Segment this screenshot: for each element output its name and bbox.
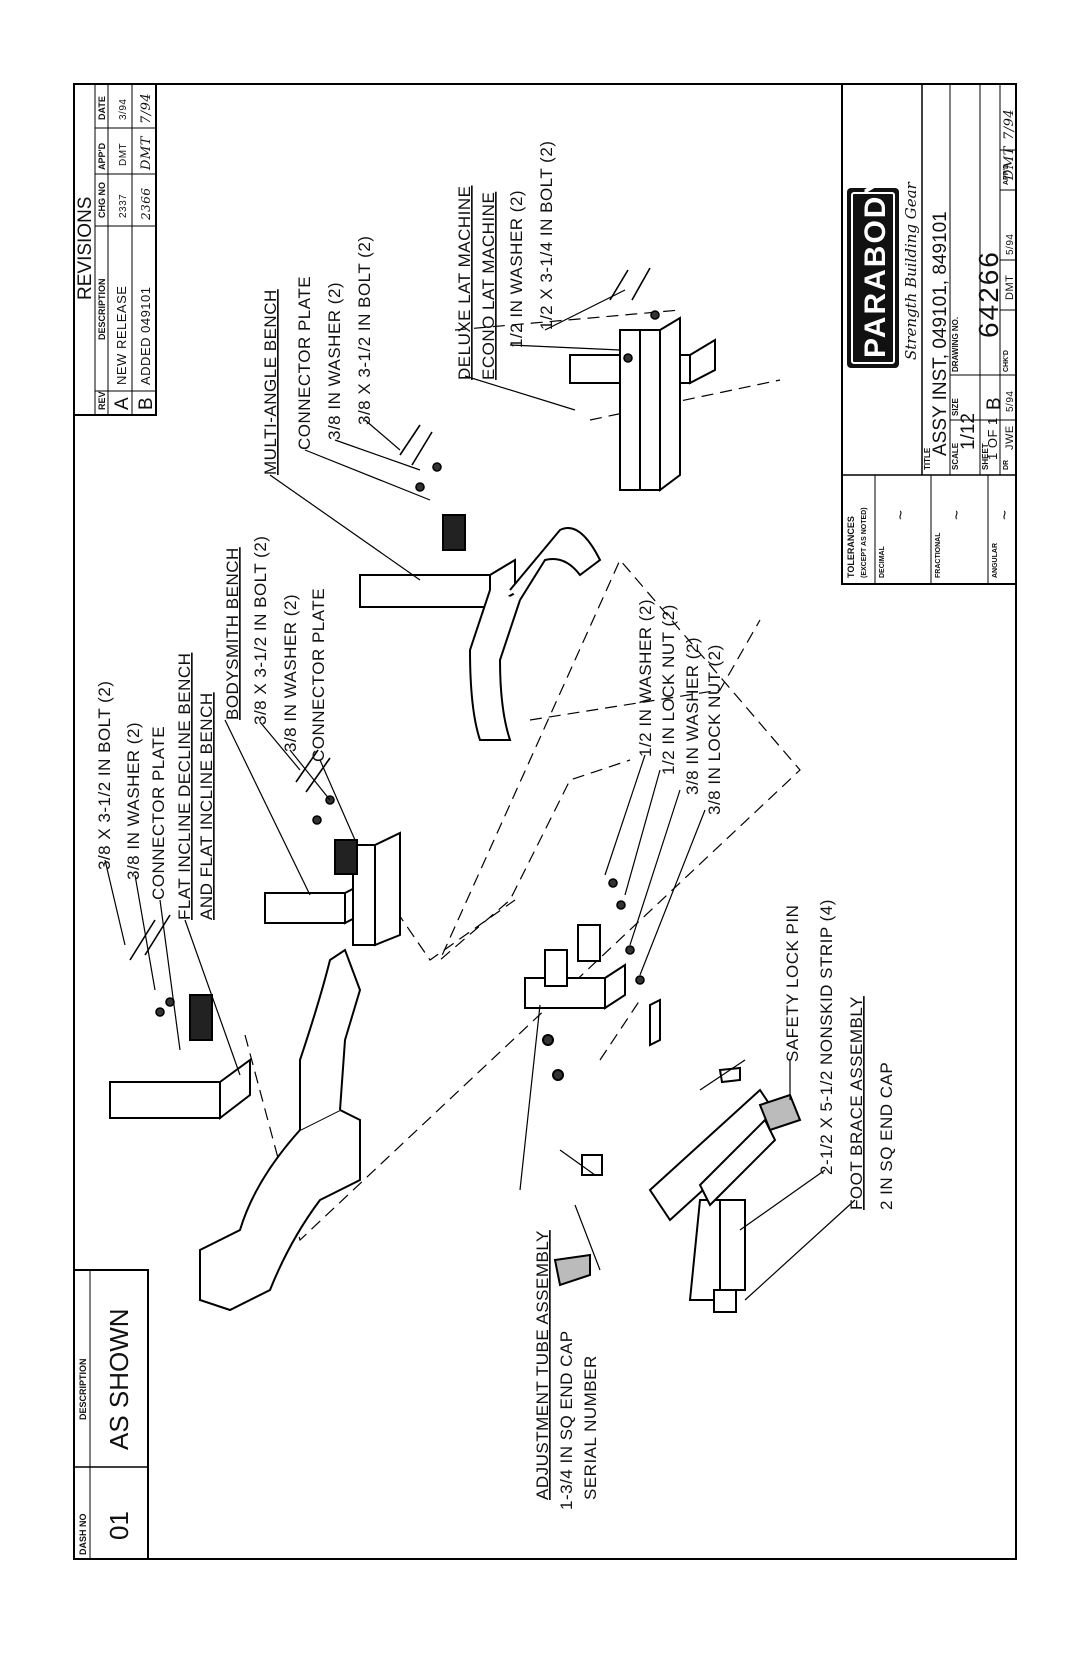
size-label: SIZE: [951, 398, 960, 416]
flat-bolt-label: 3/8 X 3-1/2 IN BOLT (2): [95, 681, 114, 870]
dash-desc-header: DESCRIPTION: [78, 1358, 88, 1420]
dash-description: AS SHOWN: [104, 1308, 134, 1450]
lat-title-1: DELUXE LAT MACHINE: [455, 186, 474, 380]
dr-date: 5/94: [1005, 391, 1016, 412]
adj-washer-38-label: 3/8 IN WASHER (2): [683, 637, 702, 795]
safety-pin-label: SAFETY LOCK PIN: [783, 905, 802, 1062]
drawing-title: ASSY INST, 049101, 849101: [930, 211, 951, 456]
size-value: B: [984, 397, 1005, 410]
bodysmith-bench-part: [264, 831, 401, 947]
sheet-label: SHEET: [981, 443, 990, 470]
rev-appd-header: APP'D: [97, 142, 107, 170]
end-cap-134-label: 1-3/4 IN SQ END CAP: [557, 1330, 576, 1510]
adjustment-tube-part: [524, 924, 626, 1081]
chkd-label: CHK'D: [1003, 350, 1010, 372]
rev-b-desc: ADDED 049101: [138, 287, 153, 386]
adj-locknut-half-label: 1/2 IN LOCK NUT (2): [659, 604, 678, 775]
flat-plate-label: CONNECTOR PLATE: [149, 726, 168, 900]
appd-date: 7/94: [1002, 109, 1017, 140]
rev-a-desc: NEW RELEASE: [114, 286, 129, 385]
rev-a-chg: 2337: [118, 194, 129, 218]
bodysmith-title: BODYSMITH BENCH: [223, 547, 242, 720]
alignment-lines: [244, 309, 801, 1242]
fractional-value: ~: [947, 510, 966, 520]
rev-date-header: DATE: [97, 96, 107, 120]
adj-tube-title: ADJUSTMENT TUBE ASSEMBLY: [533, 1230, 552, 1500]
multi-plate-label: CONNECTOR PLATE: [295, 276, 314, 450]
foot-brace-title: FOOT BRACE ASSEMBLY: [847, 996, 866, 1210]
angular-label: ANGULAR: [992, 543, 999, 578]
lat-bolt-label: 1/2 X 3-1/4 IN BOLT (2): [537, 141, 556, 330]
multi-washer-label: 3/8 IN WASHER (2): [325, 282, 344, 440]
angular-value: ~: [995, 510, 1014, 520]
drawing-no-label: DRAWING NO.: [951, 317, 960, 372]
drawing-number: 64266: [973, 250, 1004, 338]
rev-b-letter: B: [136, 397, 157, 410]
flat-bench-hardware: [129, 914, 175, 1017]
parabody-logo: PARABODY Strength Building Gear: [847, 173, 920, 368]
title-label: TITLE: [923, 447, 932, 470]
dr-label: DR: [1003, 460, 1010, 470]
scale-value: 1/12: [958, 413, 979, 450]
chkd-date: 5/94: [1005, 234, 1016, 255]
flat-title-1: FLAT INCLINE DECLINE BENCH: [175, 653, 194, 920]
sheet-border: [73, 83, 1017, 1560]
appd-value: DMT: [1002, 145, 1017, 181]
rev-a-date: 3/94: [118, 99, 129, 120]
lat-title-2: ECONO LAT MACHINE: [479, 192, 498, 380]
adj-hardware: [608, 878, 645, 985]
chkd-value: DMT: [1004, 275, 1016, 300]
dash-no-header: DASH NO: [78, 1513, 88, 1555]
flat-incline-bench-part: [109, 948, 362, 1312]
title-block: TOLERANCES (EXCEPT AS NOTED) DECIMAL FRA…: [841, 83, 1017, 585]
bodysmith-bolt-label: 3/8 X 3-1/2 IN BOLT (2): [251, 536, 270, 725]
decimal-value: ~: [891, 510, 910, 520]
lat-hardware: [609, 267, 660, 363]
dash-table: DASH NO DESCRIPTION 01 AS SHOWN: [73, 1269, 149, 1560]
bodysmith-plate-label: CONNECTOR PLATE: [309, 588, 328, 762]
rev-a-letter: A: [112, 397, 133, 410]
leader-lines: [104, 289, 856, 1301]
rev-chg-header: CHG NO: [97, 182, 107, 218]
rev-b-appd: DMT: [139, 135, 154, 171]
adj-locknut-38-label: 3/8 IN LOCK NUT (2): [705, 644, 724, 815]
rev-b-date: 7/94: [139, 93, 154, 124]
decimal-label: DECIMAL: [879, 545, 886, 578]
revisions-table: REVISIONS REV DESCRIPTION CHG NO APP'D D…: [73, 83, 157, 416]
logo-tagline: Strength Building Gear: [902, 181, 920, 360]
dash-number: 01: [104, 1511, 134, 1540]
nonskid-label: 2-1/2 X 5-1/2 NONSKID STRIP (4): [817, 899, 836, 1175]
bodysmith-hardware: [295, 749, 335, 825]
flat-title-2: AND FLAT INCLINE BENCH: [197, 692, 216, 920]
multi-bolt-label: 3/8 X 3-1/2 IN BOLT (2): [355, 236, 374, 425]
scale-label: SCALE: [951, 442, 960, 470]
flat-washer-label: 3/8 IN WASHER (2): [124, 722, 143, 880]
tolerances-label: TOLERANCES: [846, 516, 856, 578]
except-label: (EXCEPT AS NOTED): [861, 507, 868, 578]
multi-bench-hardware: [399, 424, 442, 492]
dr-value: JWE: [1004, 425, 1016, 450]
lat-washer-label: 1/2 IN WASHER (2): [507, 190, 526, 348]
rev-a-appd: DMT: [118, 143, 129, 166]
logo-text: PARABODY: [859, 173, 892, 358]
appd-label: APP'D: [1003, 164, 1010, 185]
multi-angle-bench-part: [359, 514, 602, 741]
revisions-title: REVISIONS: [75, 197, 96, 300]
serial-number-label: SERIAL NUMBER: [581, 1355, 600, 1500]
rev-header: REV: [97, 391, 107, 410]
rev-b-chg: 2366: [139, 187, 153, 221]
multi-title: MULTI-ANGLE BENCH: [261, 289, 280, 475]
sheet-value: 1 OF 1: [985, 417, 1000, 460]
end-cap-2-label: 2 IN SQ END CAP: [877, 1062, 896, 1210]
fractional-label: FRACTIONAL: [935, 532, 942, 578]
lat-machine-part: [569, 316, 716, 492]
foot-brace-part: [553, 998, 802, 1313]
adj-washer-half-label: 1/2 IN WASHER (2): [636, 599, 655, 757]
rev-desc-header: DESCRIPTION: [97, 278, 107, 340]
bodysmith-washer-label: 3/8 IN WASHER (2): [281, 594, 300, 752]
